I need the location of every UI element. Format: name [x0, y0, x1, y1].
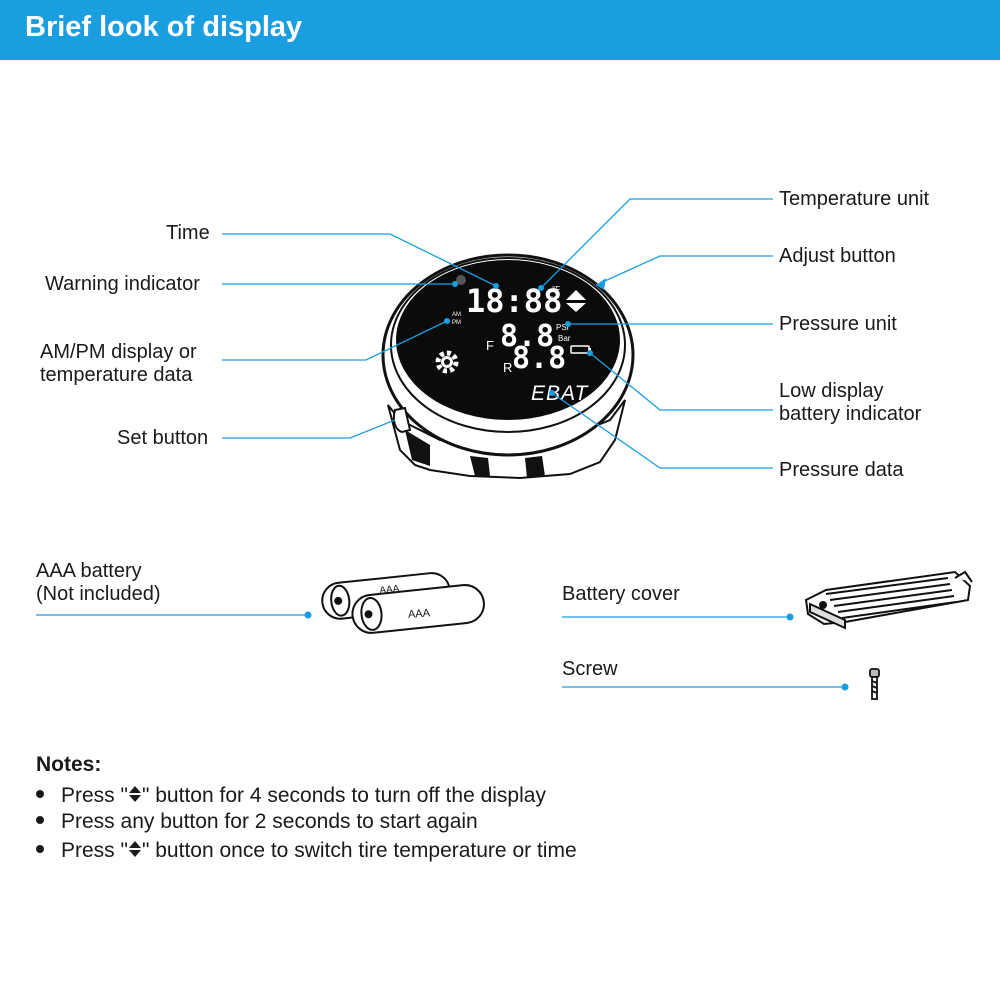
front-letter: F: [486, 338, 494, 353]
note-item: Press any button for 2 seconds to start …: [36, 810, 478, 834]
tpms-display-device: 18:88 °F °C AM PM F 8.8 PSI Bar R 8.8 EB…: [381, 253, 635, 480]
label-temperature-unit: Temperature unit: [779, 188, 930, 210]
battery-cover-image: [804, 570, 973, 630]
rear-digits: 8.8: [512, 341, 566, 376]
battery-print: AAA: [408, 607, 431, 621]
notes-title: Notes:: [36, 753, 102, 776]
label-not-included: (Not included): [36, 583, 161, 605]
label-pressure-unit: Pressure unit: [779, 313, 897, 335]
note-item: Press "" button for 4 seconds to turn of…: [36, 784, 546, 808]
callout-leaders: [222, 198, 773, 469]
unit-f: °F: [552, 285, 560, 294]
time-digits: 18:88: [466, 282, 562, 320]
note-item: Press "" button once to switch tire temp…: [36, 839, 577, 863]
label-aaa-battery: AAA battery: [36, 560, 142, 582]
aaa-batteries-image: AAA: [321, 572, 485, 634]
label-time: Time: [166, 222, 210, 244]
label-ampm-line1: AM/PM display or: [40, 341, 197, 363]
label-set-button: Set button: [117, 427, 209, 449]
label-screw: Screw: [562, 658, 618, 680]
label-battery-cover: Battery cover: [562, 583, 680, 605]
bullet-icon: [36, 816, 44, 825]
unit-c: °C: [550, 295, 559, 304]
label-adjust-button: Adjust button: [779, 245, 896, 267]
unit-psi: PSI: [556, 323, 569, 332]
screw-image: [869, 668, 880, 700]
adjust-arrow-icon: [128, 841, 141, 858]
accessory-leaders: [36, 614, 845, 688]
pm-label: PM: [452, 320, 461, 326]
label-warning-indicator: Warning indicator: [45, 273, 200, 295]
adjust-arrow-icon: [566, 290, 586, 312]
gear-icon: [435, 350, 459, 374]
lcd-screen: [396, 260, 620, 420]
adjust-arrow-icon: [128, 786, 141, 803]
label-low-battery-line1: Low display: [779, 380, 884, 402]
front-digits: 8.8: [500, 319, 554, 354]
set-button[interactable]: [392, 406, 412, 434]
label-low-battery-line2: battery indicator: [779, 403, 922, 425]
unit-bar: Bar: [558, 334, 571, 343]
rear-letter: R: [503, 360, 512, 375]
callout-dots: [444, 278, 606, 396]
warning-indicator: [456, 275, 466, 285]
bullet-icon: [36, 845, 44, 854]
header-bar: Brief look of display: [0, 0, 1000, 60]
bullet-icon: [36, 790, 44, 799]
label-ampm-line2: temperature data: [40, 364, 193, 386]
brand-logo: EBAT: [531, 382, 589, 405]
page-title: Brief look of display: [25, 11, 303, 43]
am-label: AM: [452, 312, 461, 318]
label-pressure-data: Pressure data: [779, 459, 904, 481]
